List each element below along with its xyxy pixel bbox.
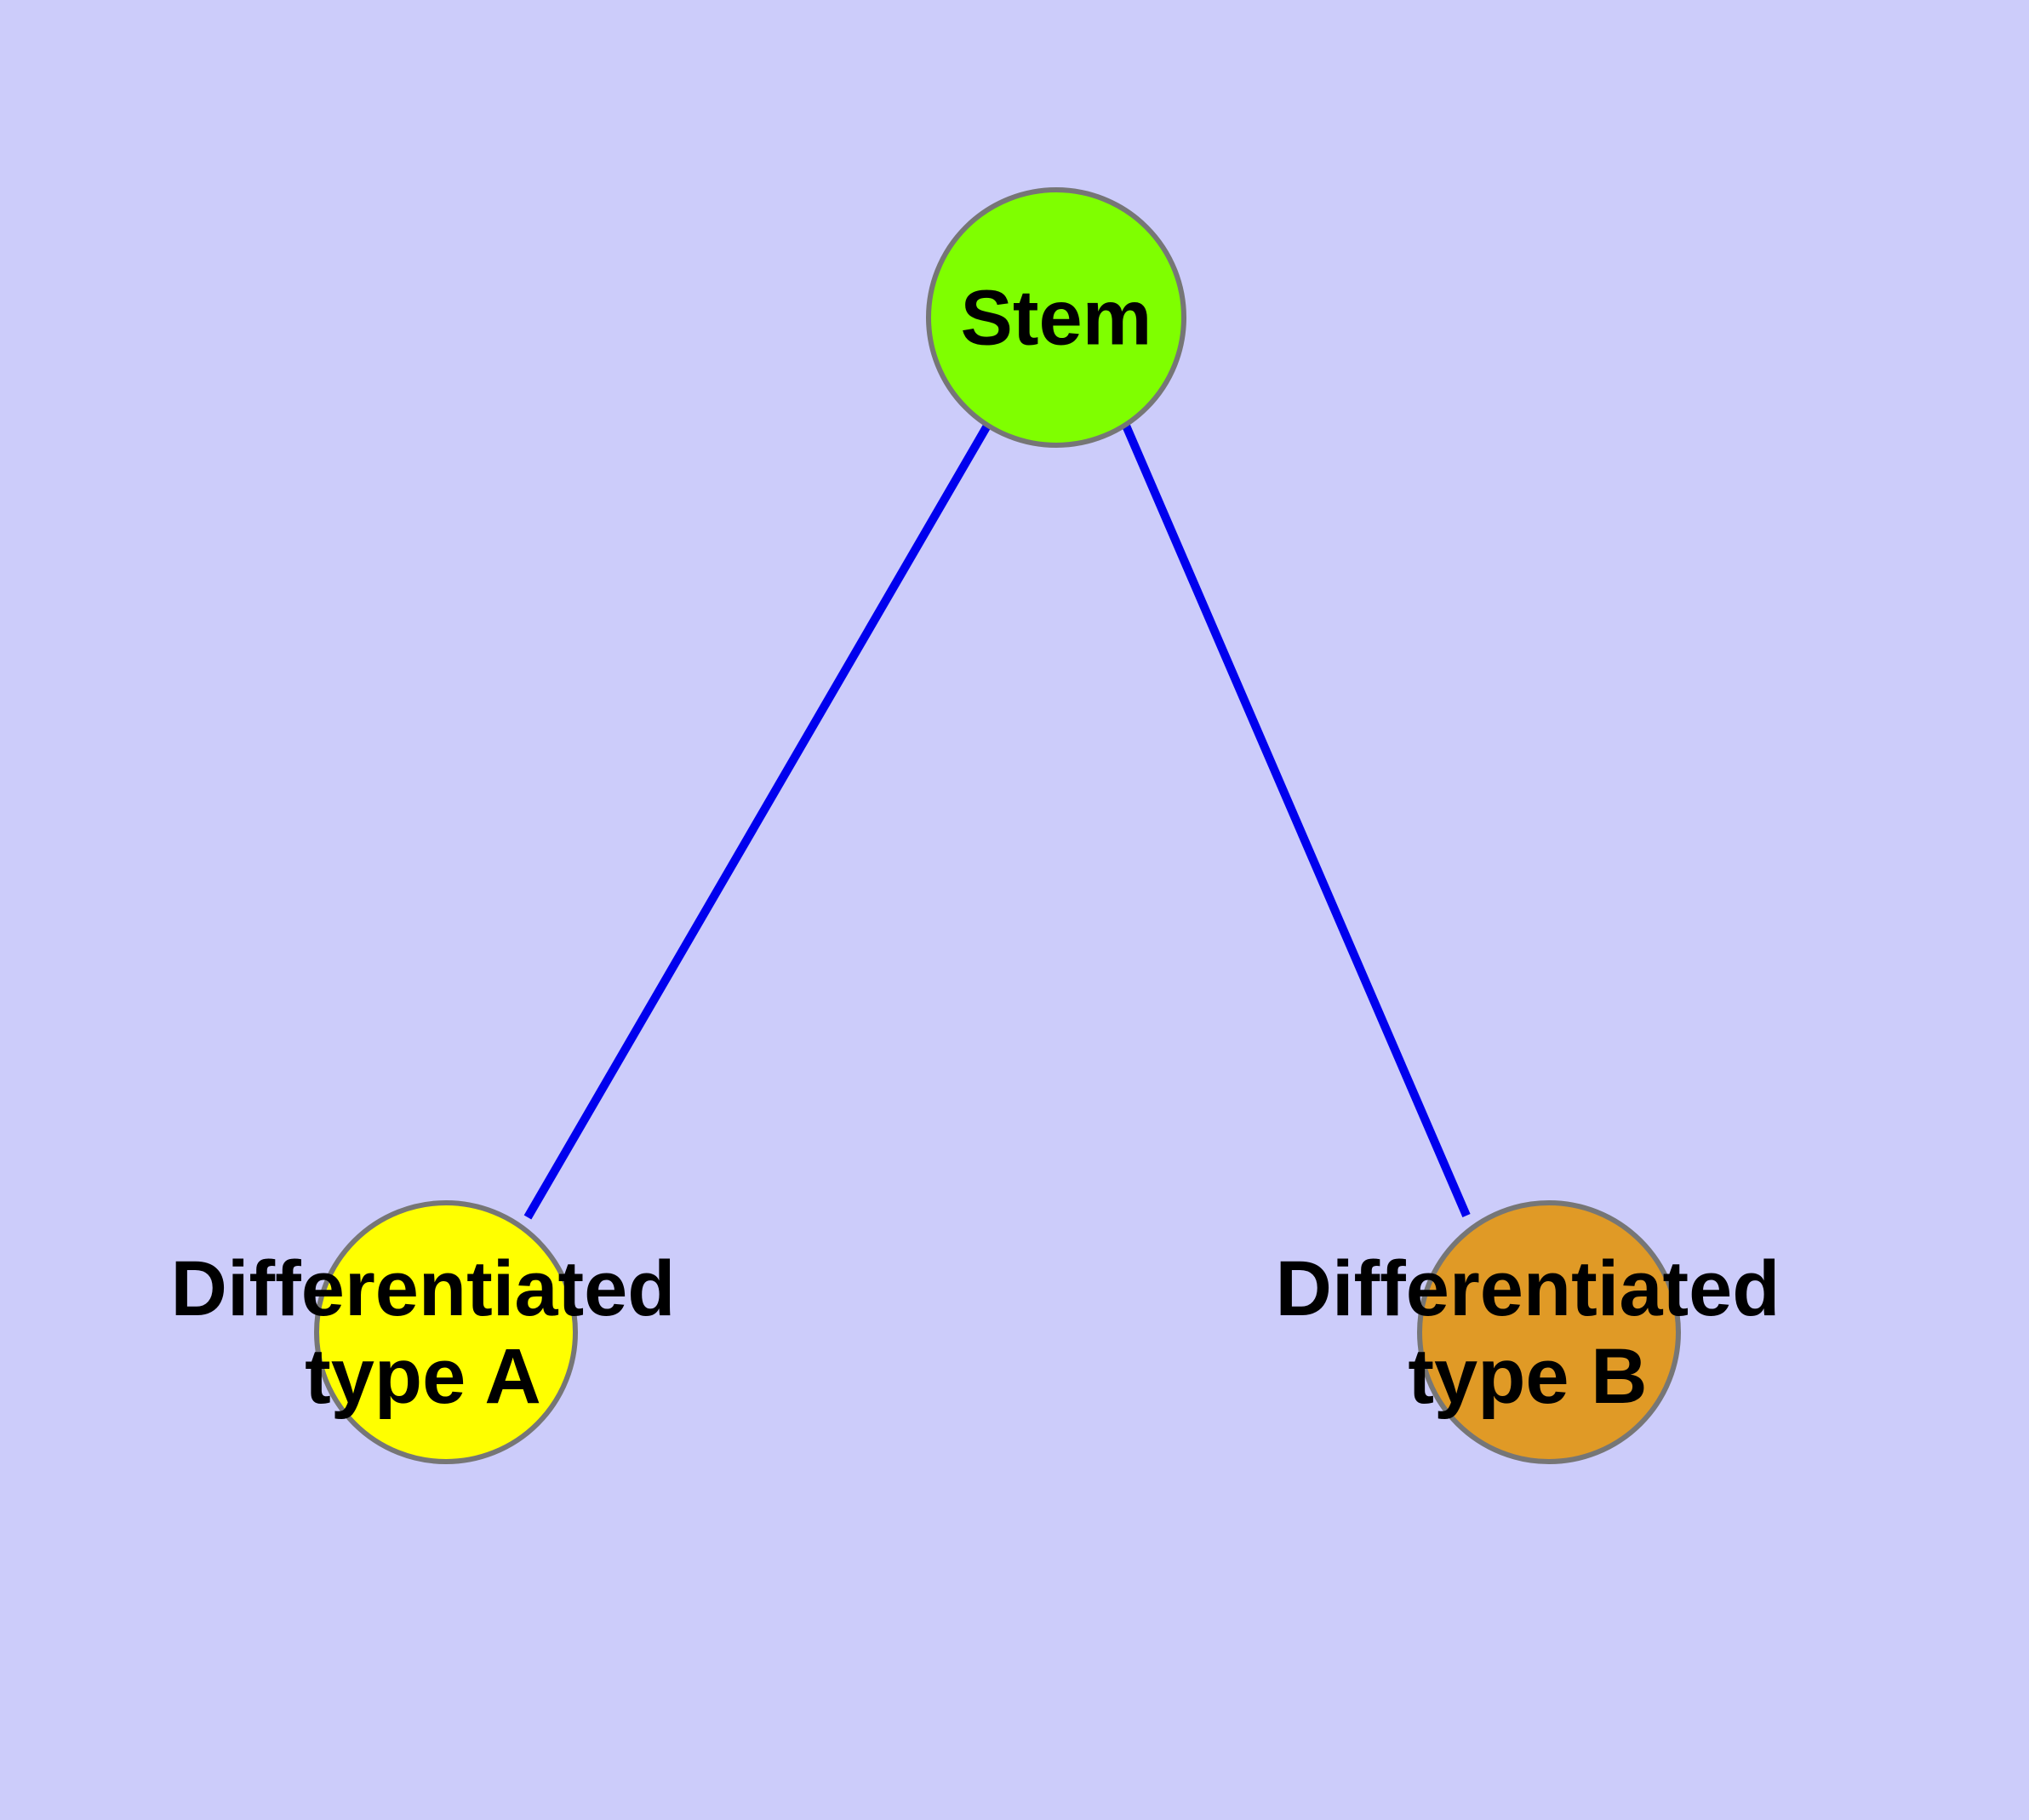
- node-diff-a-circle[interactable]: [314, 1200, 578, 1464]
- node-stem-circle[interactable]: [926, 187, 1186, 448]
- label-line: type B: [1408, 1333, 1647, 1420]
- label-line: Differentiated: [171, 1245, 676, 1332]
- node-group: [314, 187, 1681, 1464]
- node-diff-b-circle[interactable]: [1417, 1200, 1681, 1464]
- node-stem-label: Stem: [961, 274, 1152, 361]
- edge-group: [523, 423, 1471, 1220]
- label-line: type A: [305, 1333, 541, 1420]
- label-line: Differentiated: [1276, 1245, 1780, 1332]
- edge-stem-to-diff-b[interactable]: [1122, 424, 1471, 1217]
- label-line: Stem: [961, 274, 1152, 361]
- edge-stem-to-diff-a[interactable]: [523, 423, 992, 1220]
